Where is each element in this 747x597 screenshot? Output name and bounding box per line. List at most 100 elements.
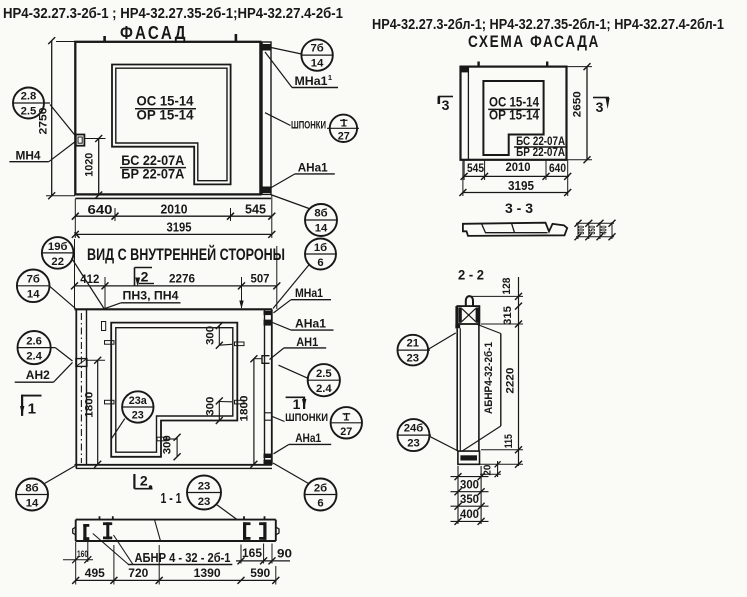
svg-text:300: 300 <box>576 225 586 234</box>
svg-text:1: 1 <box>28 401 36 418</box>
svg-text:1800: 1800 <box>83 392 95 418</box>
svg-text:1: 1 <box>328 73 333 82</box>
svg-text:2.4: 2.4 <box>26 350 42 362</box>
svg-text:2: 2 <box>141 269 149 285</box>
svg-text:350: 350 <box>587 225 597 234</box>
svg-text:ПН3, ПН4: ПН3, ПН4 <box>123 288 179 302</box>
svg-text:14: 14 <box>27 289 40 301</box>
svg-text:21: 21 <box>407 338 420 350</box>
svg-text:1020: 1020 <box>84 153 96 177</box>
svg-text:2.5: 2.5 <box>21 106 37 118</box>
svg-text:БС 22-07А: БС 22-07А <box>516 134 565 148</box>
svg-text:ОС 15-14: ОС 15-14 <box>489 94 539 109</box>
svg-text:2010: 2010 <box>506 160 531 174</box>
svg-text:23: 23 <box>407 353 420 365</box>
svg-text:24б: 24б <box>404 423 424 435</box>
svg-text:412: 412 <box>80 272 99 286</box>
svg-text:2 - 2: 2 - 2 <box>458 267 484 283</box>
svg-text:14: 14 <box>315 223 328 235</box>
svg-text:6: 6 <box>317 257 323 269</box>
svg-text:2.5: 2.5 <box>316 368 332 380</box>
svg-text:БР 22-07А: БР 22-07А <box>121 166 184 181</box>
svg-text:23: 23 <box>132 410 144 422</box>
svg-text:720: 720 <box>128 566 148 580</box>
svg-text:1: 1 <box>343 411 349 423</box>
svg-text:3195: 3195 <box>167 220 192 235</box>
svg-text:90: 90 <box>277 546 292 560</box>
svg-text:27: 27 <box>340 426 352 438</box>
svg-text:23: 23 <box>198 496 211 508</box>
svg-text:300: 300 <box>204 326 216 345</box>
svg-text:23: 23 <box>198 481 211 493</box>
svg-text:8б: 8б <box>314 208 327 220</box>
svg-text:АНа1: АНа1 <box>295 431 321 445</box>
svg-text:2б: 2б <box>314 482 327 494</box>
svg-text:НР4-32.27.3-2бл-1; НР4-32.27.3: НР4-32.27.3-2бл-1; НР4-32.27.35-2бл-1; Н… <box>372 16 724 33</box>
svg-text:ВИД С ВНУТРЕННЕЙ СТОРОНЫ: ВИД С ВНУТРЕННЕЙ СТОРОНЫ <box>87 245 285 264</box>
svg-text:ОР 15-14: ОР 15-14 <box>137 107 194 123</box>
svg-text:3195: 3195 <box>508 178 534 193</box>
svg-text:МНа1: МНа1 <box>295 74 328 88</box>
svg-text:АНа1: АНа1 <box>295 317 326 331</box>
svg-text:545: 545 <box>467 161 484 175</box>
svg-text:14: 14 <box>26 497 39 509</box>
svg-text:20: 20 <box>482 464 493 475</box>
svg-text:2: 2 <box>140 473 148 489</box>
svg-text:3: 3 <box>442 97 450 113</box>
svg-text:165: 165 <box>242 546 262 560</box>
svg-text:АН1: АН1 <box>296 335 318 349</box>
svg-text:МНа1: МНа1 <box>295 286 323 300</box>
svg-text:128: 128 <box>501 278 513 295</box>
svg-text:3 - 3: 3 - 3 <box>505 200 533 216</box>
svg-text:545: 545 <box>245 201 266 216</box>
svg-text:АБНР4-32-2б-1: АБНР4-32-2б-1 <box>483 342 495 414</box>
svg-text:2276: 2276 <box>169 272 195 286</box>
svg-text:2750: 2750 <box>38 108 50 135</box>
svg-text:350: 350 <box>460 492 479 506</box>
svg-text:1 - 1: 1 - 1 <box>161 491 182 507</box>
svg-text:640: 640 <box>88 202 113 217</box>
svg-text:1: 1 <box>341 117 347 129</box>
svg-text:2.8: 2.8 <box>21 91 37 103</box>
svg-text:ОР 15-14: ОР 15-14 <box>489 108 539 123</box>
svg-text:300: 300 <box>460 478 479 492</box>
svg-text:6: 6 <box>317 497 323 509</box>
svg-text:БС 22-07А: БС 22-07А <box>121 153 184 168</box>
svg-text:640: 640 <box>549 161 566 175</box>
svg-text:АН2: АН2 <box>26 368 50 382</box>
svg-text:400: 400 <box>598 225 608 234</box>
svg-text:ОС 15-14: ОС 15-14 <box>137 93 194 109</box>
svg-text:300: 300 <box>162 435 174 454</box>
svg-text:22: 22 <box>51 256 64 268</box>
svg-text:СХЕМА ФАСАДА: СХЕМА ФАСАДА <box>468 32 600 51</box>
svg-text:ФАСАД: ФАСАД <box>120 22 188 43</box>
svg-text:3: 3 <box>596 99 604 115</box>
svg-text:300: 300 <box>204 397 216 416</box>
svg-text:115: 115 <box>503 434 515 448</box>
svg-text:2650: 2650 <box>571 91 583 117</box>
svg-text:АБНР 4 - 32 - 2б-1: АБНР 4 - 32 - 2б-1 <box>135 550 231 565</box>
svg-text:МН4: МН4 <box>16 148 41 162</box>
svg-text:7б: 7б <box>27 274 40 286</box>
svg-text:23а: 23а <box>129 395 148 407</box>
svg-text:14: 14 <box>311 58 324 70</box>
svg-text:495: 495 <box>85 566 105 580</box>
svg-text:400: 400 <box>460 507 479 521</box>
svg-text:507: 507 <box>251 272 270 286</box>
svg-text:1390: 1390 <box>194 566 221 580</box>
svg-text:2220: 2220 <box>504 368 516 394</box>
svg-text:НР4-32.27.3-2б-1 ; НР4-32.27.3: НР4-32.27.3-2б-1 ; НР4-32.27.35-2б-1;НР4… <box>3 5 343 22</box>
svg-text:ШПОНКИ: ШПОНКИ <box>291 120 326 132</box>
svg-text:23: 23 <box>407 438 420 450</box>
svg-text:БР 22-07А: БР 22-07А <box>516 145 565 159</box>
svg-text:1800: 1800 <box>238 396 250 422</box>
svg-text:1: 1 <box>293 396 301 412</box>
svg-text:АНа1: АНа1 <box>298 161 328 175</box>
svg-text:2.4: 2.4 <box>316 383 332 395</box>
svg-text:19б: 19б <box>48 241 68 253</box>
svg-text:8б: 8б <box>25 482 38 494</box>
svg-text:7б: 7б <box>310 43 323 55</box>
svg-text:27: 27 <box>338 130 350 142</box>
svg-text:2.6: 2.6 <box>26 335 42 347</box>
svg-text:ШПОНКИ: ШПОНКИ <box>285 412 328 424</box>
